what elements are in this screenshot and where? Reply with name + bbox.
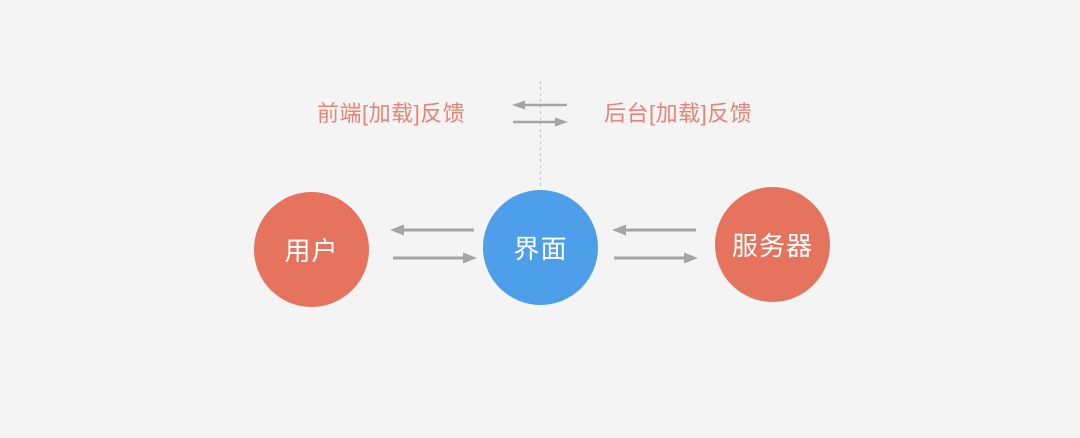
arrows-user-interface [390, 224, 477, 264]
arrows-interface-server [612, 224, 698, 264]
arrow-left-icon [612, 224, 696, 236]
frontend-loading-feedback-label: 前端[加载]反馈 [317, 101, 466, 126]
node-user-label: 用户 [284, 236, 339, 266]
arrow-left-icon [512, 100, 567, 110]
arrow-right-icon [513, 117, 568, 127]
node-server: 服务器 [715, 187, 830, 302]
node-server-label: 服务器 [731, 231, 813, 261]
node-interface: 界面 [483, 190, 598, 305]
arrow-left-icon [390, 224, 474, 236]
arrow-right-icon [614, 252, 698, 264]
arrow-right-icon [393, 252, 477, 264]
backend-loading-feedback-label: 后台[加载]反馈 [604, 101, 753, 126]
exchange-arrows-top [512, 100, 568, 127]
node-user: 用户 [254, 192, 369, 307]
node-interface-label: 界面 [513, 234, 568, 264]
